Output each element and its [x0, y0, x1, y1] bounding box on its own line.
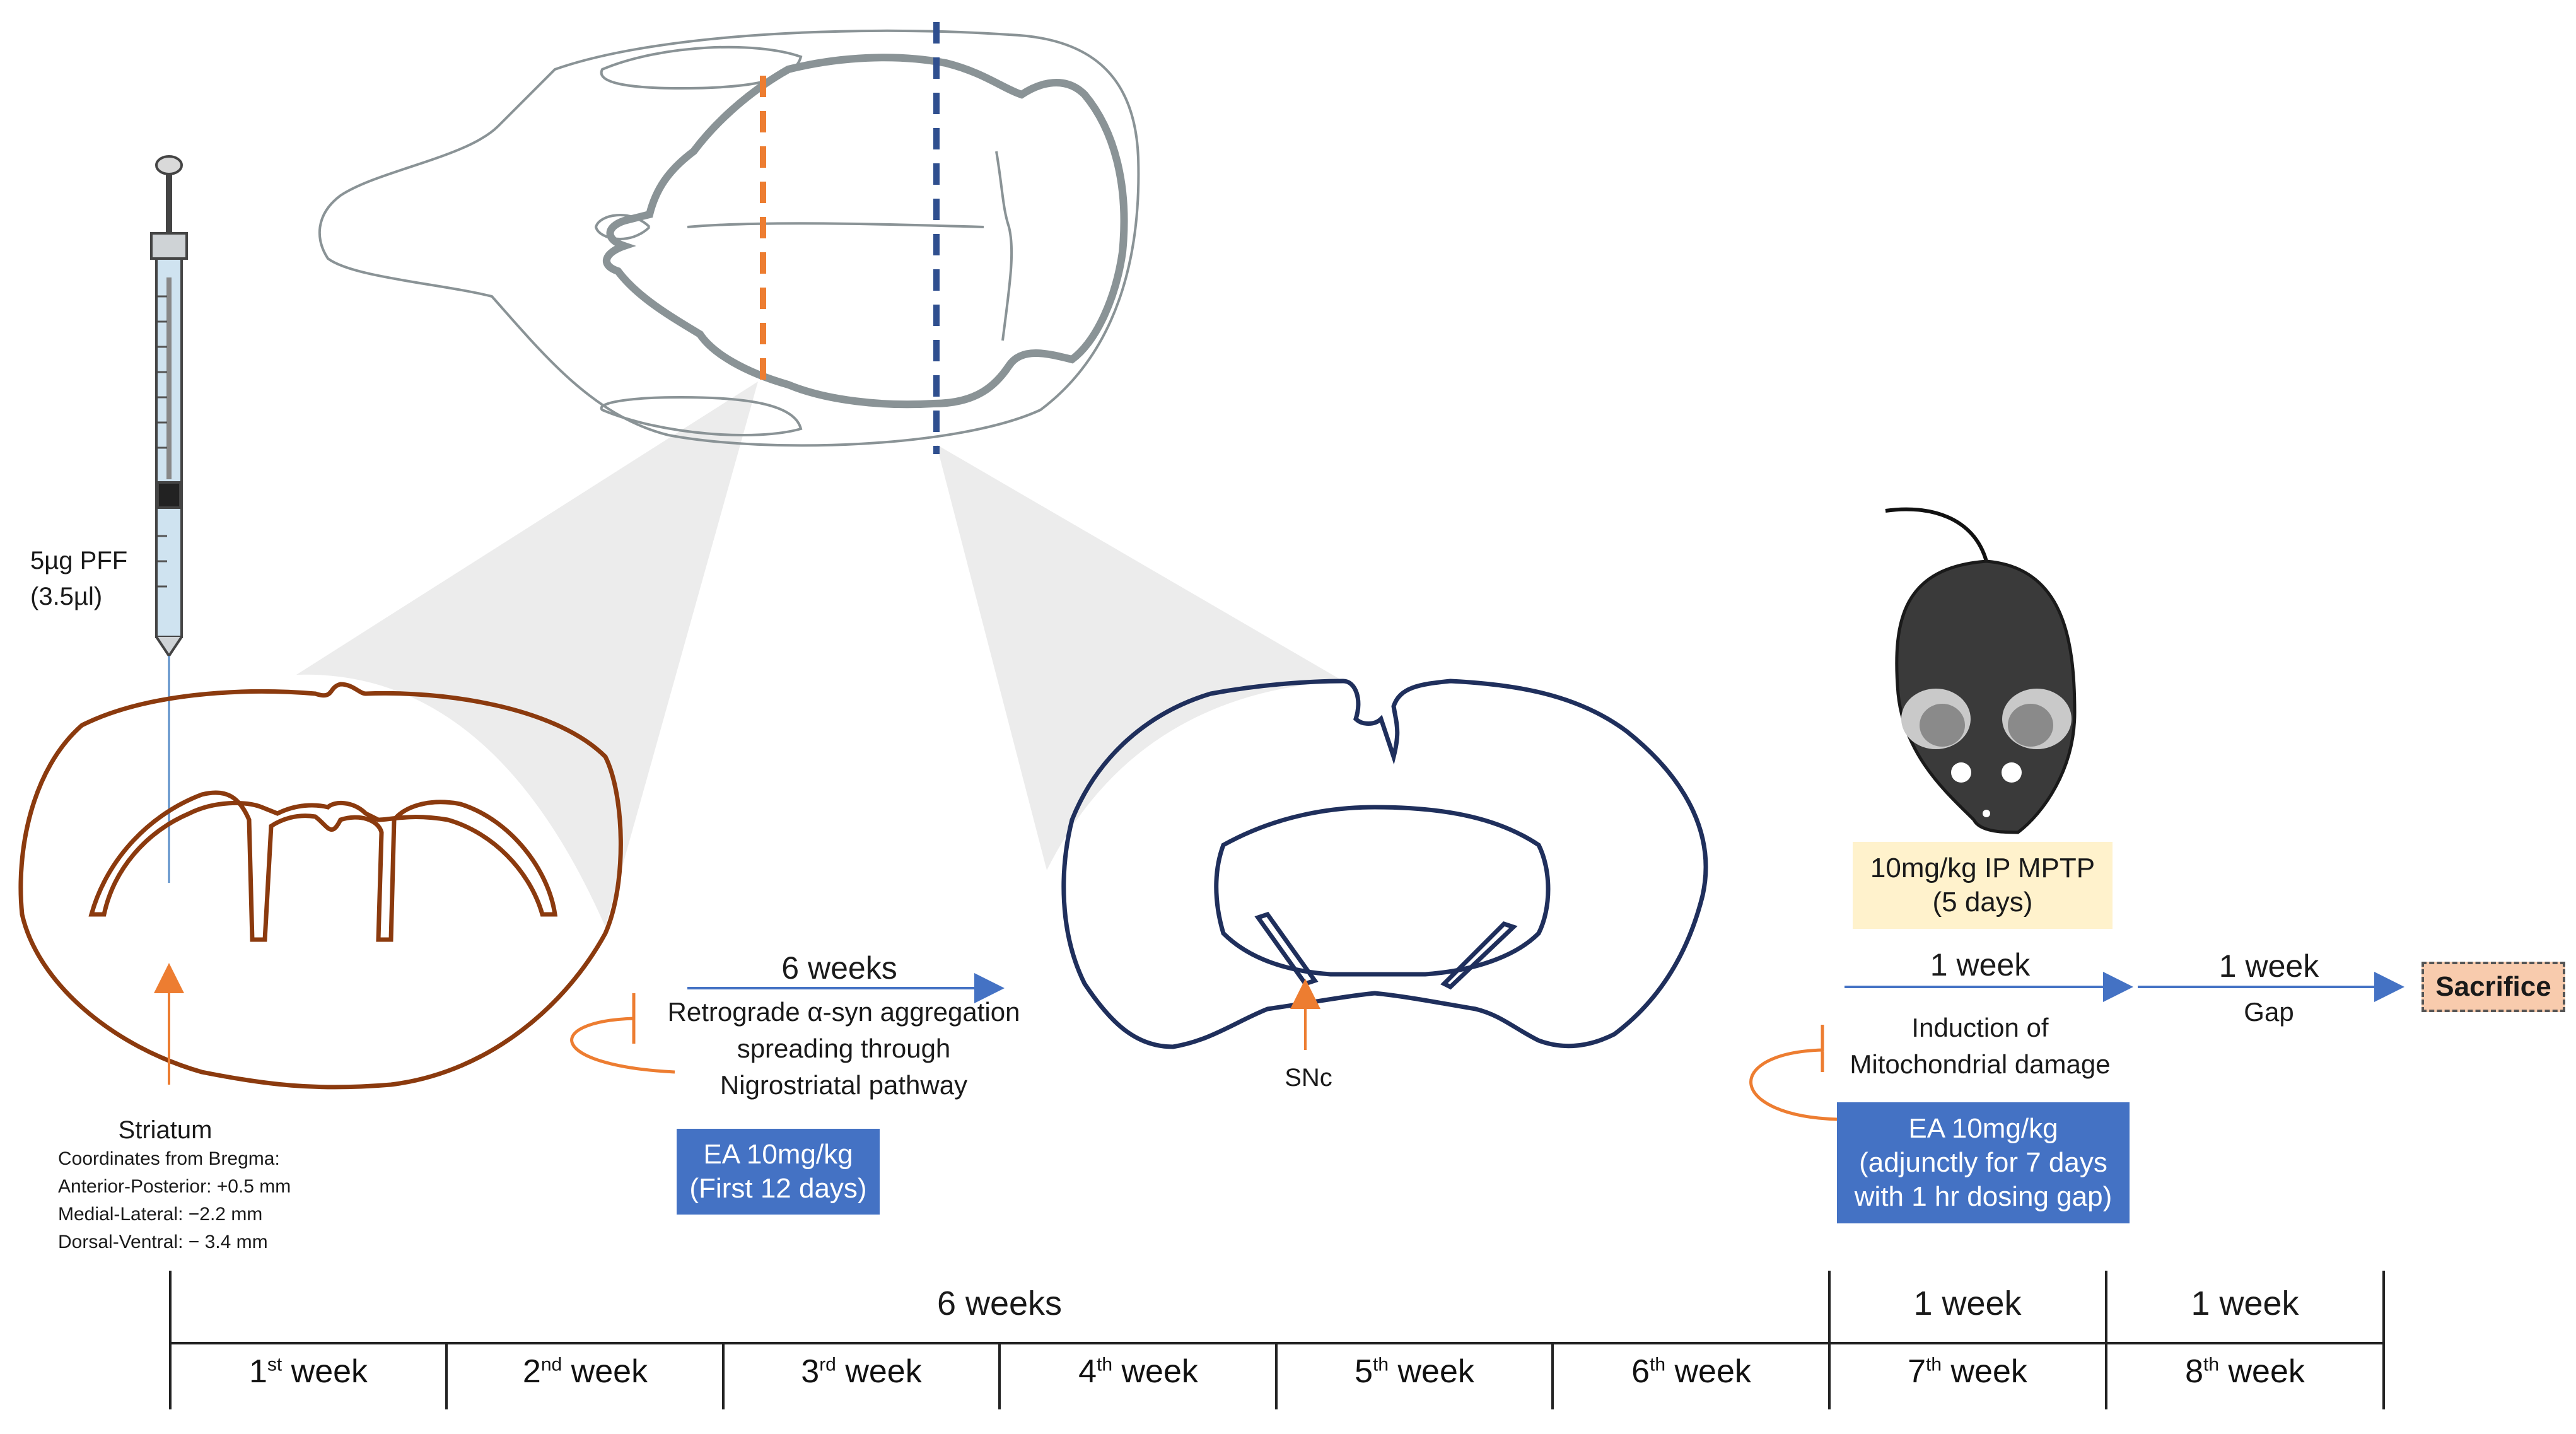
week-cell-6: 6th week [1631, 1353, 1751, 1390]
phase1-desc-1: Retrograde α-syn aggregation [667, 997, 1020, 1027]
phase1-desc-2: spreading through [737, 1034, 951, 1063]
phase1-ea-line2: (First 12 days) [689, 1173, 867, 1204]
left-projection-wedge [296, 382, 758, 927]
mptp-box: 10mg/kg IP MPTP(5 days) [1853, 842, 2113, 929]
phase1-ea-bracket [570, 993, 675, 1074]
week-cell-4: 4th week [1078, 1353, 1198, 1390]
brain-cortex-outline [602, 54, 1128, 409]
week-cell-7: 7th week [1908, 1353, 2027, 1390]
timeline-span-week8: 1 week [2191, 1285, 2299, 1322]
syringe-ticks [158, 295, 167, 588]
mptp-line1: 10mg/kg IP MPTP [1870, 853, 2095, 884]
week-cell-5: 5th week [1355, 1353, 1474, 1390]
week-cell-8: 8th week [2185, 1353, 2305, 1390]
phase3-duration: 1 week [2218, 948, 2319, 984]
coords-ml: Medial-Lateral: −2.2 mm [58, 1204, 263, 1225]
week-cell-3: 3rd week [801, 1353, 922, 1390]
syringe [150, 155, 188, 658]
week-cell-2: 2nd week [522, 1353, 648, 1390]
injection-dose: 5µg PFF [30, 547, 128, 574]
phase1-ea-box: EA 10mg/kg(First 12 days) [677, 1129, 880, 1215]
phase2-duration: 1 week [1930, 947, 2031, 982]
phase2-ea-line1: EA 10mg/kg [1908, 1113, 2058, 1145]
timeline-span-6-weeks: 6 weeks [936, 1285, 1063, 1322]
mptp-line2: (5 days) [1932, 887, 2033, 918]
phase2-desc-1: Induction of [1911, 1013, 2049, 1042]
phase1-desc-3: Nigrostriatal pathway [720, 1070, 968, 1100]
coords-dv: Dorsal-Ventral: − 3.4 mm [58, 1232, 268, 1252]
mouse-icon [1885, 507, 2077, 834]
sacrifice-box: Sacrifice [2422, 962, 2565, 1012]
phase3-label: Gap [2244, 997, 2294, 1027]
phase1-duration: 6 weeks [781, 950, 897, 986]
phase2-ea-line2: (adjunctly for 7 days [1859, 1147, 2107, 1179]
sacrifice-label: Sacrifice [2435, 971, 2551, 1003]
week-cell-1: 1st week [248, 1353, 368, 1390]
phase1-ea-line1: EA 10mg/kg [703, 1139, 853, 1170]
right-projection-wedge [936, 445, 1343, 870]
coords-ap: Anterior-Posterior: +0.5 mm [58, 1176, 291, 1197]
timeline-span-week7: 1 week [1913, 1285, 2022, 1322]
coords-title: Coordinates from Bregma: [58, 1148, 280, 1169]
striatum-label: Striatum [118, 1116, 213, 1144]
phase2-ea-bracket [1749, 1025, 1839, 1121]
striatum-section [18, 682, 623, 1090]
timeline-axis [169, 1271, 2385, 1409]
snc-label: SNc [1285, 1064, 1332, 1092]
phase2-ea-line3: with 1 hr dosing gap) [1854, 1180, 2113, 1212]
injection-volume: (3.5µl) [30, 583, 103, 610]
phase2-desc-2: Mitochondrial damage [1850, 1049, 2111, 1079]
